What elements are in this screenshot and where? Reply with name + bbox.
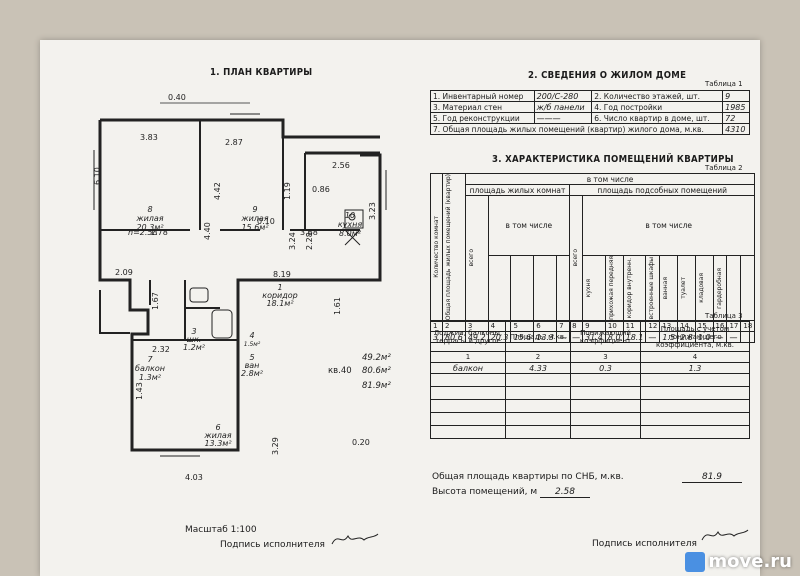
area-living: 49.2м² [362, 353, 391, 363]
scale-label: Масштаб 1:100 [185, 525, 257, 535]
loggia-table: Лоджии, балконы, террасы и другое Площад… [430, 321, 750, 439]
dim-209: 2.09 [115, 268, 133, 277]
dim-323: 3.23 [368, 202, 377, 220]
apartment-number: кв.40 [328, 366, 352, 376]
room-7-num: 7 [147, 355, 153, 364]
room-8-name: жилая [135, 214, 163, 223]
rooms-char-title: 3. ХАРАКТЕРИСТИКА ПОМЕЩЕНИЙ КВАРТИРЫ [492, 154, 734, 165]
dim-256: 2.56 [332, 161, 350, 170]
room-6-name: жилая [203, 431, 231, 440]
dim-383: 3.83 [140, 133, 158, 142]
room-1-name: коридор [262, 291, 298, 300]
area-snb: 81.9м² [362, 381, 391, 391]
dim-324: 3.24 [288, 232, 297, 250]
dim-232: 2.32 [152, 345, 170, 354]
document-sheet: 1. ПЛАН КВАРТИРЫ [40, 40, 760, 576]
summary-signature [701, 529, 749, 541]
floor-plan: 0.40 3.83 2.87 0.86 2.56 2.09 1.78 0.10 … [93, 93, 391, 482]
dim-040: 0.40 [168, 93, 186, 102]
house-title: 2. СВЕДЕНИЯ О ЖИЛОМ ДОМЕ [528, 70, 687, 81]
room-3-name: шк. [187, 335, 202, 344]
dim-178: 1.78 [150, 228, 168, 237]
room-3-num: 3 [191, 327, 196, 336]
dim-403: 4.03 [185, 473, 203, 482]
dim-010: 0.10 [257, 217, 275, 226]
dim-161: 1.61 [333, 297, 342, 315]
room-9-area: 15.6м² [241, 223, 269, 232]
room-1-num: 1 [277, 283, 282, 292]
room-5-num: 5 [249, 353, 254, 362]
room-5-area: 2.8м² [241, 369, 264, 378]
height-label: Высота помещений, м [432, 487, 538, 497]
room-7-name: балкон [135, 364, 165, 373]
area-total: 80.6м² [362, 366, 391, 376]
dim-228: 2.28 [305, 232, 314, 250]
total-area-label: Общая площадь квартиры по СНБ, м.кв. [432, 472, 624, 482]
dim-442: 4.42 [213, 182, 222, 200]
room-9-name: жилая [240, 214, 268, 223]
dim-020: 0.20 [352, 438, 370, 447]
room-4-num: 4 [249, 331, 254, 340]
room-6-area: 13.3м² [204, 439, 232, 448]
dim-368: 3.68 [300, 228, 318, 237]
height-value: 2.58 [540, 487, 590, 498]
table2-label: Таблица 2 [705, 164, 743, 172]
dim-440: 4.40 [203, 222, 212, 240]
dim-819: 8.19 [273, 270, 291, 279]
dim-610: 6.10 [93, 167, 102, 185]
home-icon [685, 552, 706, 572]
dim-086: 0.86 [312, 185, 330, 194]
room-10-name: кухня [338, 220, 363, 229]
room-10-num: 10 [345, 211, 355, 220]
dim-329: 3.29 [271, 437, 280, 455]
total-area-value: 81.9 [682, 472, 742, 483]
dim-287: 2.87 [225, 138, 243, 147]
room-7-area: 1.3м² [139, 373, 162, 382]
room-8-area: 20.3м² [136, 223, 164, 232]
room-4-area: 1.5м² [244, 341, 261, 348]
room-3-area: 1.2м² [183, 343, 206, 352]
room-6-num: 6 [215, 423, 220, 432]
room-8-num: 8 [147, 205, 152, 214]
summary-signature-label: Подпись исполнителя [592, 539, 697, 549]
room-5-name: ван [245, 361, 260, 370]
table1-label: Таблица 1 [705, 80, 743, 88]
watermark: move.ru [685, 551, 792, 572]
dim-119: 1.19 [283, 182, 292, 200]
room-10-area: 8.0м² [339, 229, 362, 238]
table3-label: Таблица 3 [705, 312, 743, 320]
ceiling-height: h=2.58 [128, 228, 158, 237]
dim-143: 1.43 [135, 382, 144, 400]
room-1-area: 18.1м² [266, 299, 294, 308]
room-9-num: 9 [252, 205, 257, 214]
plan-title: 1. ПЛАН КВАРТИРЫ [210, 67, 313, 78]
plan-signature [331, 533, 379, 545]
dim-167: 1.67 [151, 292, 160, 310]
plan-signature-label: Подпись исполнителя [220, 540, 325, 550]
